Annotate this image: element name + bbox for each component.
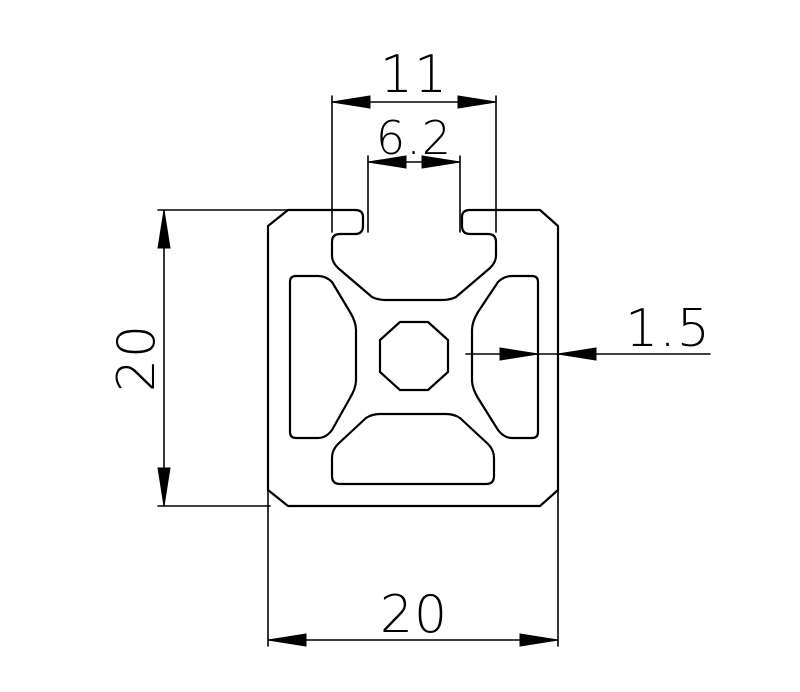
dimension-label: 20 <box>380 585 448 645</box>
dimension-profile-width: 20 <box>267 489 559 647</box>
center-bore <box>378 320 450 392</box>
profile-outline <box>266 208 560 508</box>
bottom-cavity <box>330 412 496 486</box>
arrowhead <box>267 633 307 647</box>
arrowhead <box>367 155 407 169</box>
dimension-wall-thickness: 1.5 <box>465 299 711 361</box>
dimension-slot-opening-width: 6.2 <box>367 111 461 233</box>
dimension-slot-outer-width: 11 <box>331 45 497 233</box>
arrowhead <box>421 155 461 169</box>
arrowhead <box>157 209 171 249</box>
arrowhead <box>331 95 371 109</box>
arrowhead <box>519 633 559 647</box>
arrowhead <box>557 347 597 361</box>
dimension-label: 1.5 <box>625 299 711 359</box>
arrowhead <box>499 347 539 361</box>
arrowhead <box>157 467 171 507</box>
dimension-profile-height: 20 <box>107 209 291 507</box>
arrowhead <box>457 95 497 109</box>
dimension-label: 6.2 <box>376 111 452 165</box>
dimension-label: 20 <box>107 324 167 392</box>
dimension-label: 11 <box>380 45 448 105</box>
left-cavity <box>288 274 358 440</box>
right-cavity <box>470 274 540 440</box>
